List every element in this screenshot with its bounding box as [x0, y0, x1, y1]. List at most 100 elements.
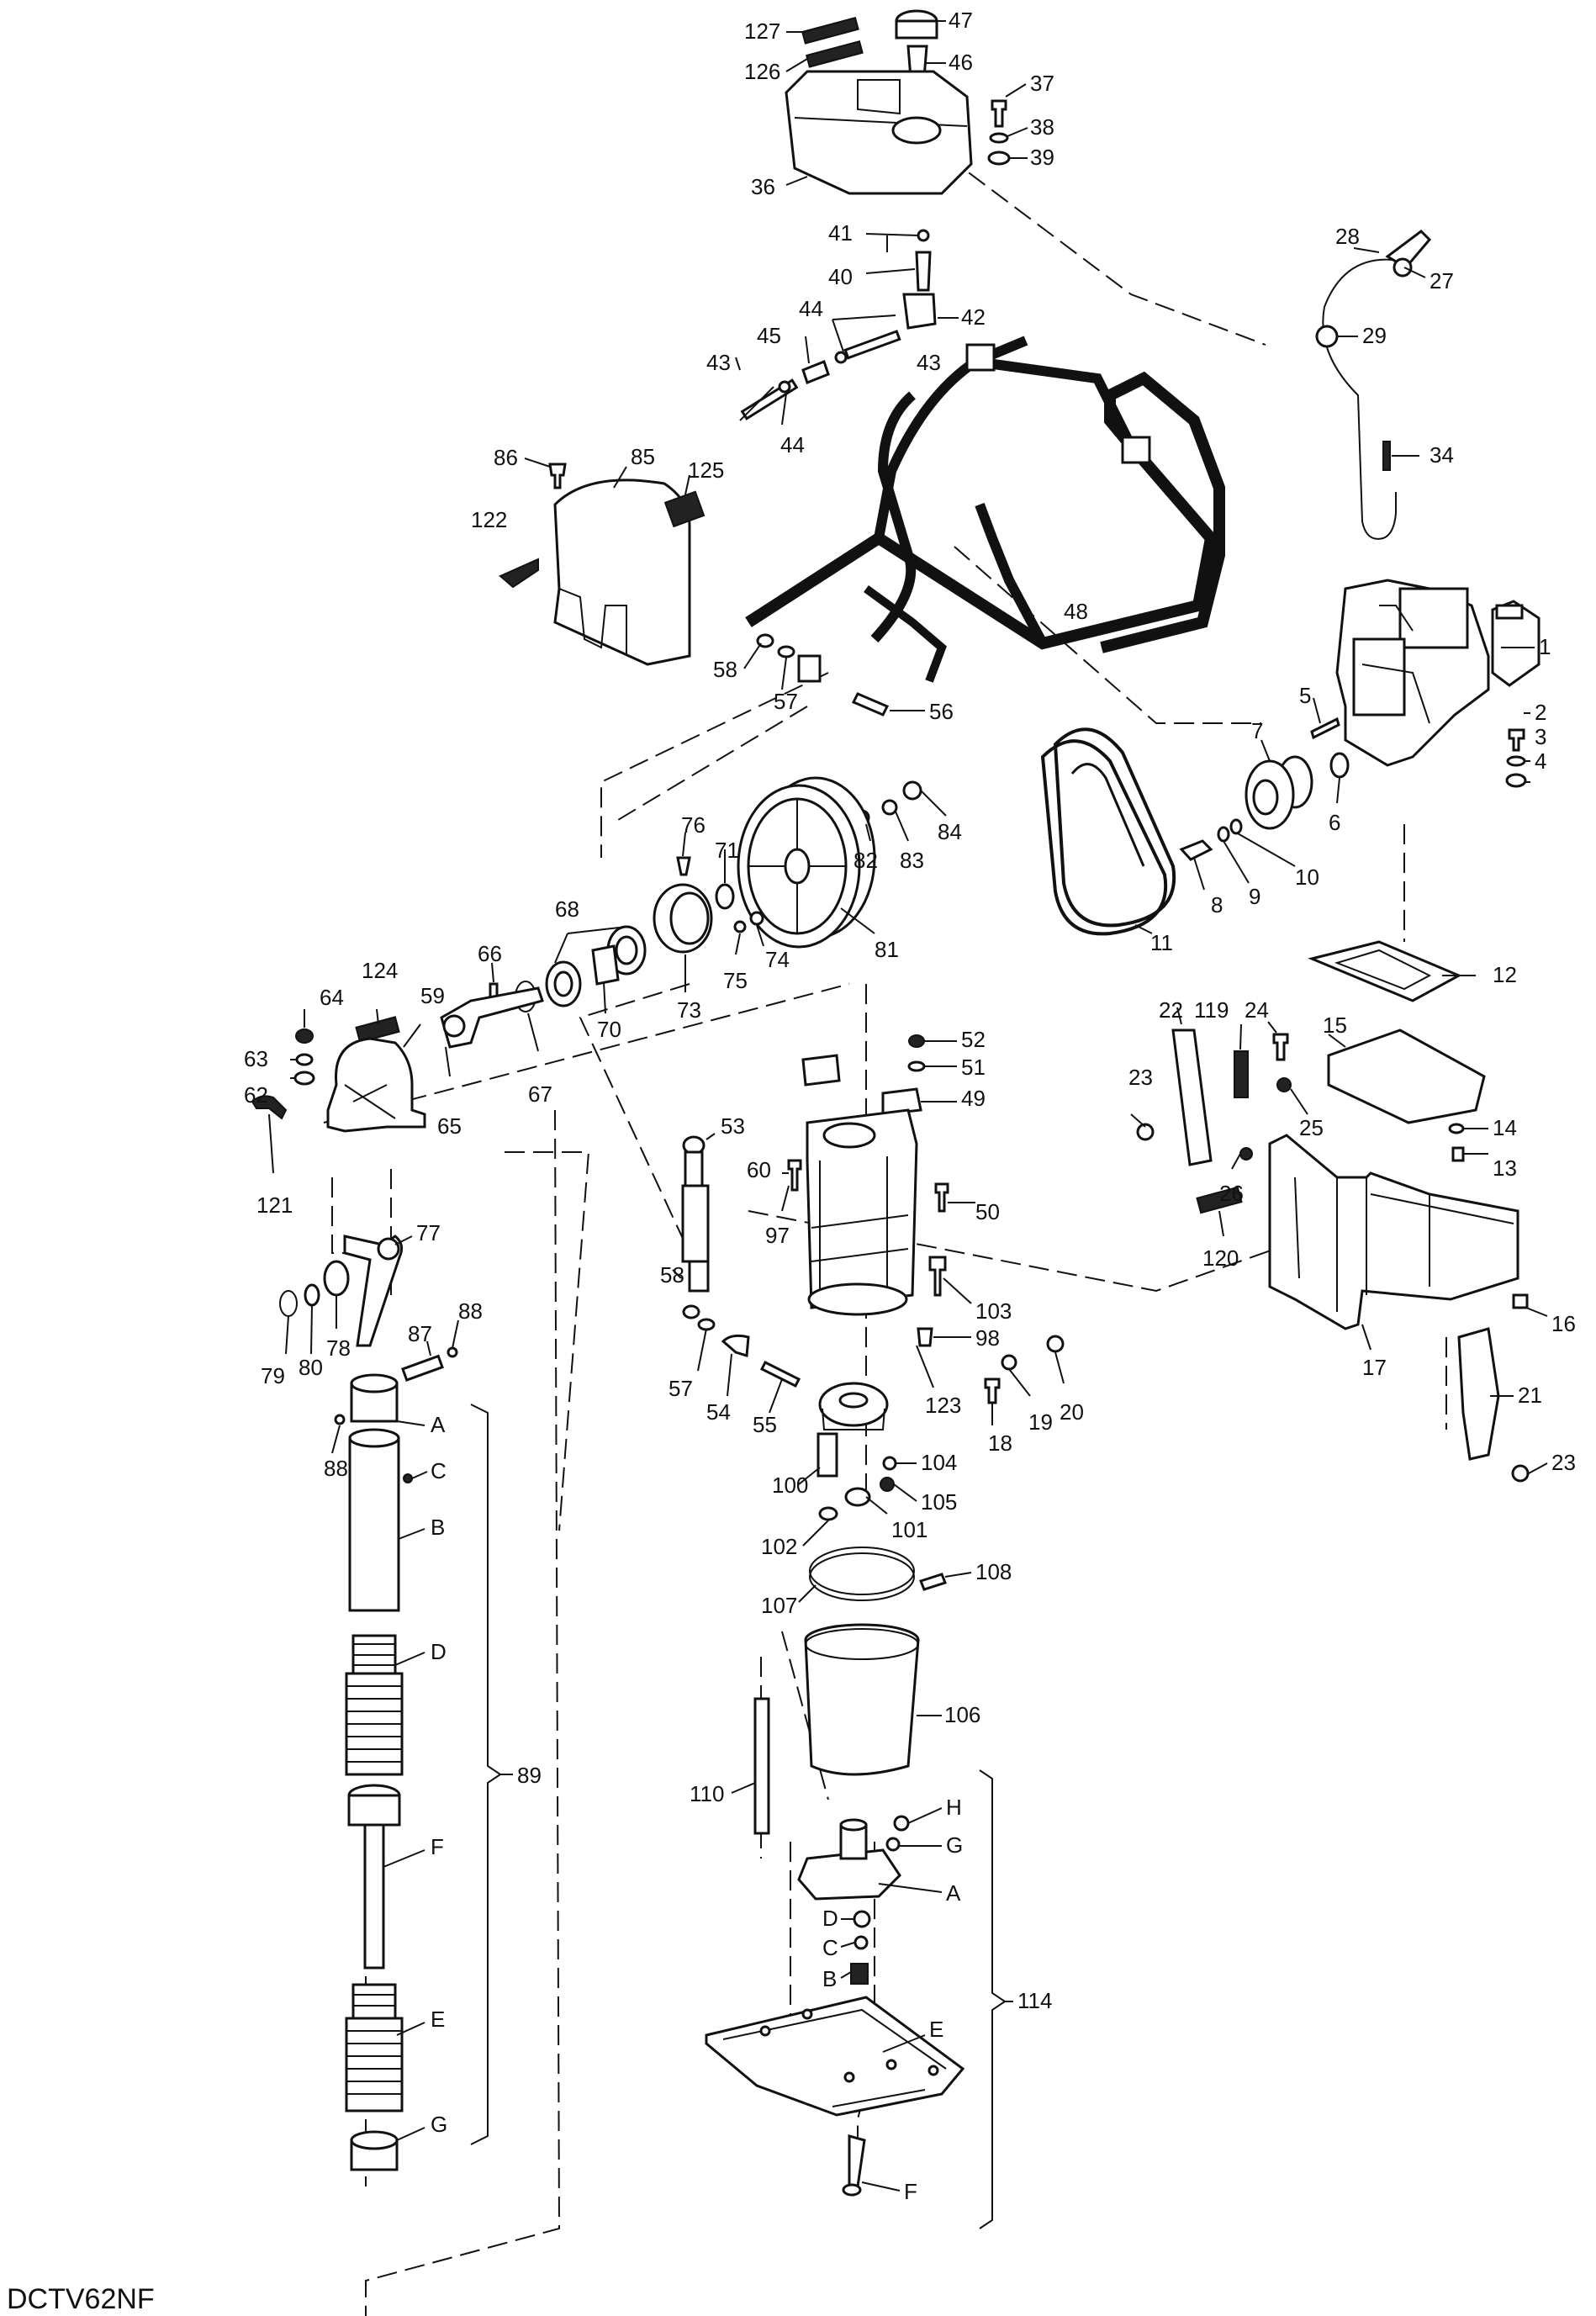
- label-70: 70: [597, 1017, 621, 1042]
- clip-44b: [778, 380, 791, 394]
- label-51: 51: [961, 1055, 986, 1080]
- label-17: 17: [1362, 1355, 1387, 1380]
- label-18: 18: [988, 1430, 1012, 1456]
- washer-74: [749, 911, 764, 926]
- label-66: 66: [478, 941, 502, 966]
- label-89: 89: [517, 1763, 542, 1788]
- label-98: 98: [975, 1325, 1000, 1351]
- label-88b: 88: [324, 1456, 348, 1481]
- bearing-housing-73: [653, 883, 713, 954]
- ram-assembly-89: [334, 1373, 502, 2171]
- label-g2: G: [946, 1832, 963, 1858]
- washer-104: [882, 1456, 897, 1471]
- label-22: 22: [1159, 997, 1183, 1023]
- crank-case-59: [326, 1037, 426, 1133]
- label-121: 121: [256, 1192, 293, 1218]
- washer-10: [1229, 818, 1243, 835]
- label-126: 126: [744, 59, 780, 84]
- label-73: 73: [677, 997, 701, 1023]
- label-108: 108: [975, 1559, 1012, 1584]
- label-decal-126: [805, 40, 864, 68]
- belt-cover-85: [553, 479, 691, 666]
- label-49: 49: [961, 1086, 986, 1111]
- label-84: 84: [938, 819, 962, 844]
- fuel-cock-42: [902, 293, 937, 330]
- plate-15: [1327, 1028, 1486, 1124]
- washer-26: [1239, 1147, 1253, 1161]
- washer-62: [293, 1071, 315, 1086]
- bolt-103: [928, 1256, 947, 1297]
- model-name: DCTV62NF: [7, 2283, 155, 2315]
- nut-58b: [682, 1304, 700, 1319]
- label-120: 120: [1202, 1245, 1239, 1271]
- label-e2: E: [929, 2017, 943, 2042]
- bellows-106: [804, 1623, 920, 1776]
- label-25: 25: [1299, 1115, 1324, 1140]
- label-82: 82: [853, 848, 878, 873]
- engine-bolts: [1310, 716, 1527, 788]
- label-105: 105: [921, 1489, 957, 1515]
- bolt-55: [759, 1360, 801, 1388]
- label-decal-124: [355, 1016, 400, 1044]
- label-78: 78: [326, 1335, 351, 1361]
- throttle-cable-28: [1322, 258, 1401, 540]
- label-123: 123: [925, 1393, 961, 1418]
- seal-101: [844, 1487, 871, 1507]
- label-37: 37: [1030, 71, 1054, 96]
- grease-nipple-98: [917, 1327, 933, 1347]
- nut-105: [880, 1477, 895, 1492]
- guide-cylinder-50: [806, 1108, 918, 1316]
- washer-g2: [885, 1837, 901, 1852]
- crank-case-group: [251, 1016, 426, 1133]
- label-8: 8: [1211, 892, 1223, 917]
- label-decal-119: [1234, 1050, 1249, 1098]
- plate-frame-a: [797, 1818, 901, 1901]
- label-74: 74: [765, 947, 790, 972]
- label-g1: G: [431, 2112, 447, 2137]
- label-13: 13: [1493, 1155, 1517, 1181]
- nut-52: [908, 1034, 925, 1048]
- nut-25: [1276, 1077, 1292, 1092]
- cylinder-head-123: [818, 1382, 889, 1430]
- seal-71: [715, 883, 735, 910]
- label-110: 110: [690, 1781, 724, 1806]
- label-50: 50: [975, 1199, 1000, 1224]
- label-29: 29: [1362, 323, 1387, 348]
- v-belt-11: [1040, 727, 1176, 936]
- label-14: 14: [1493, 1115, 1517, 1140]
- snap-ring-79: [279, 1290, 298, 1317]
- label-24: 24: [1245, 997, 1269, 1023]
- part-labels: 127 126 47 46 37 38 39 36 41 40 44 45 42…: [244, 8, 1576, 2204]
- label-12: 12: [1493, 962, 1517, 987]
- washer-39: [987, 151, 1011, 166]
- label-23a: 23: [1128, 1065, 1153, 1090]
- washer-19: [1001, 1354, 1017, 1371]
- label-5: 5: [1299, 683, 1311, 708]
- label-75: 75: [723, 968, 748, 993]
- label-7: 7: [1251, 718, 1263, 743]
- label-97: 97: [765, 1223, 790, 1248]
- label-85: 85: [631, 444, 655, 469]
- label-a2: A: [946, 1880, 961, 1906]
- stud-5: [1310, 716, 1340, 740]
- washer-41: [917, 229, 930, 242]
- label-10: 10: [1295, 865, 1319, 890]
- washer-c2: [853, 1935, 869, 1950]
- label-119: 119: [1194, 997, 1229, 1023]
- washer-d2: [853, 1910, 871, 1928]
- label-62: 62: [244, 1082, 268, 1108]
- bolt-8: [1179, 839, 1213, 861]
- bolt-24: [1272, 1033, 1289, 1061]
- washer-83: [881, 799, 898, 816]
- snap-ring-80: [304, 1283, 320, 1307]
- clamp-54: [721, 1334, 750, 1357]
- gasket-12: [1308, 940, 1462, 1002]
- label-53: 53: [721, 1113, 745, 1139]
- grease-nipple-76: [676, 856, 691, 876]
- label-a1: A: [431, 1412, 446, 1437]
- bolt-18: [984, 1377, 1001, 1404]
- label-107: 107: [761, 1593, 797, 1618]
- label-103: 103: [975, 1298, 1012, 1324]
- label-56: 56: [929, 699, 954, 724]
- bolt-2: [1508, 728, 1525, 752]
